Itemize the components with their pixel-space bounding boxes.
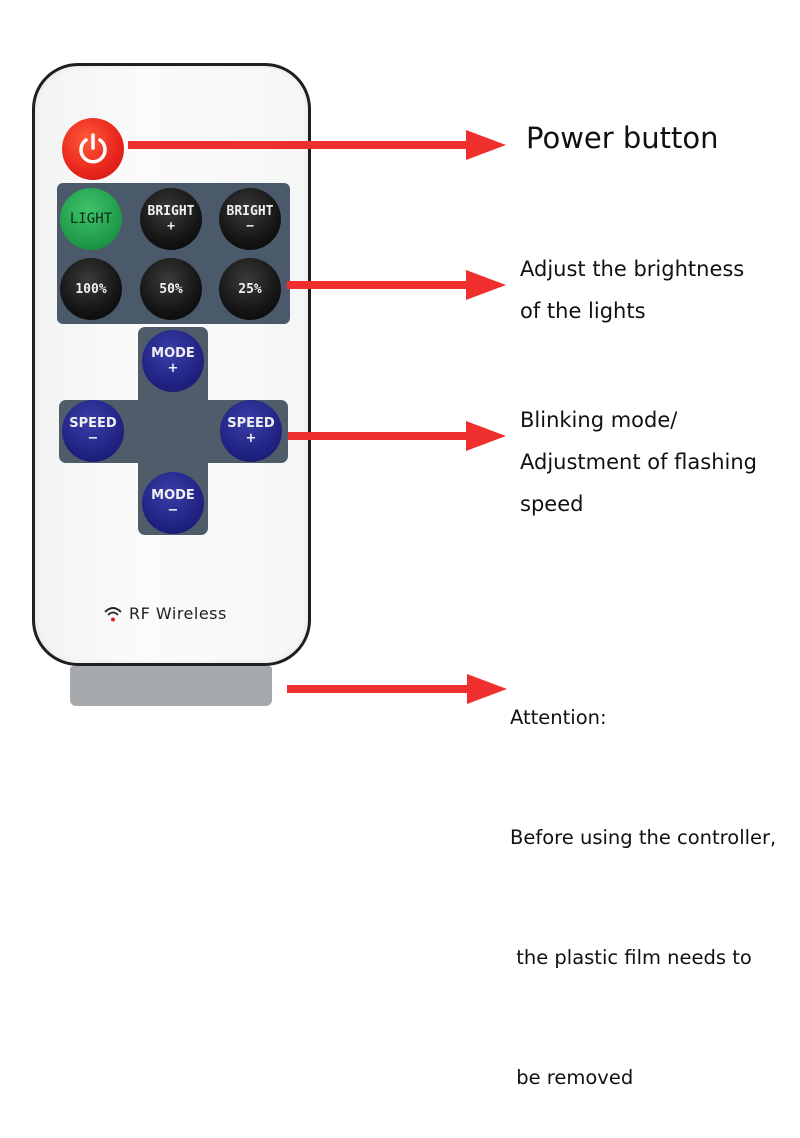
mode-speed-annotation: Blinking mode/ Adjustment of flashing sp… [520, 399, 757, 525]
power-button-annotation: Power button [526, 121, 719, 155]
annotation-line: of the lights [520, 299, 646, 323]
brightness-arrow [287, 270, 506, 300]
wifi-signal-icon [104, 606, 122, 621]
button-label: SPEED [227, 416, 275, 431]
button-label: BRIGHT [147, 204, 195, 219]
button-label: LIGHT [69, 210, 113, 227]
attention-title: Attention: [510, 706, 607, 729]
brightness-annotation: Adjust the brightness of the lights [520, 248, 744, 332]
button-label: 25% [238, 281, 262, 297]
rf-wireless-text: RF Wireless [129, 604, 227, 623]
speed-minus-button[interactable]: SPEED − [62, 400, 124, 462]
plastic-film-tab[interactable] [70, 666, 272, 706]
annotation-line: Adjustment of flashing [520, 450, 757, 474]
button-sign: + [245, 431, 257, 446]
button-label: MODE [151, 488, 195, 503]
speed-plus-button[interactable]: SPEED + [220, 400, 282, 462]
annotation-line: Blinking mode/ [520, 408, 678, 432]
power-button[interactable] [62, 118, 124, 180]
button-sign: − [246, 219, 254, 234]
button-sign: − [167, 503, 179, 518]
light-button[interactable]: LIGHT [60, 188, 122, 250]
power-arrow [128, 130, 506, 160]
button-sign: + [167, 219, 175, 234]
button-label: BRIGHT [226, 204, 274, 219]
film-arrow [287, 674, 507, 704]
button-label: 100% [75, 281, 107, 297]
mode-plus-button[interactable]: MODE + [142, 330, 204, 392]
annotation-line: speed [520, 492, 584, 516]
button-label: MODE [151, 346, 195, 361]
annotation-line: be removed [510, 1066, 634, 1089]
brightness-100-button[interactable]: 100% [60, 258, 122, 320]
rf-wireless-brand: RF Wireless [103, 604, 227, 623]
bright-minus-button[interactable]: BRIGHT − [219, 188, 281, 250]
button-label: SPEED [69, 416, 117, 431]
annotation-line: Before using the controller, [510, 826, 777, 849]
attention-annotation: Attention: Before using the controller, … [510, 618, 776, 1138]
button-sign: + [167, 361, 179, 376]
bright-plus-button[interactable]: BRIGHT + [140, 188, 202, 250]
mode-minus-button[interactable]: MODE − [142, 472, 204, 534]
power-icon [79, 133, 107, 164]
brightness-50-button[interactable]: 50% [140, 258, 202, 320]
brightness-25-button[interactable]: 25% [219, 258, 281, 320]
annotation-line: Adjust the brightness [520, 257, 745, 281]
button-label: 50% [159, 281, 183, 297]
mode-arrow [288, 421, 506, 451]
annotation-line: the plastic film needs to [510, 946, 752, 969]
button-sign: − [87, 431, 99, 446]
